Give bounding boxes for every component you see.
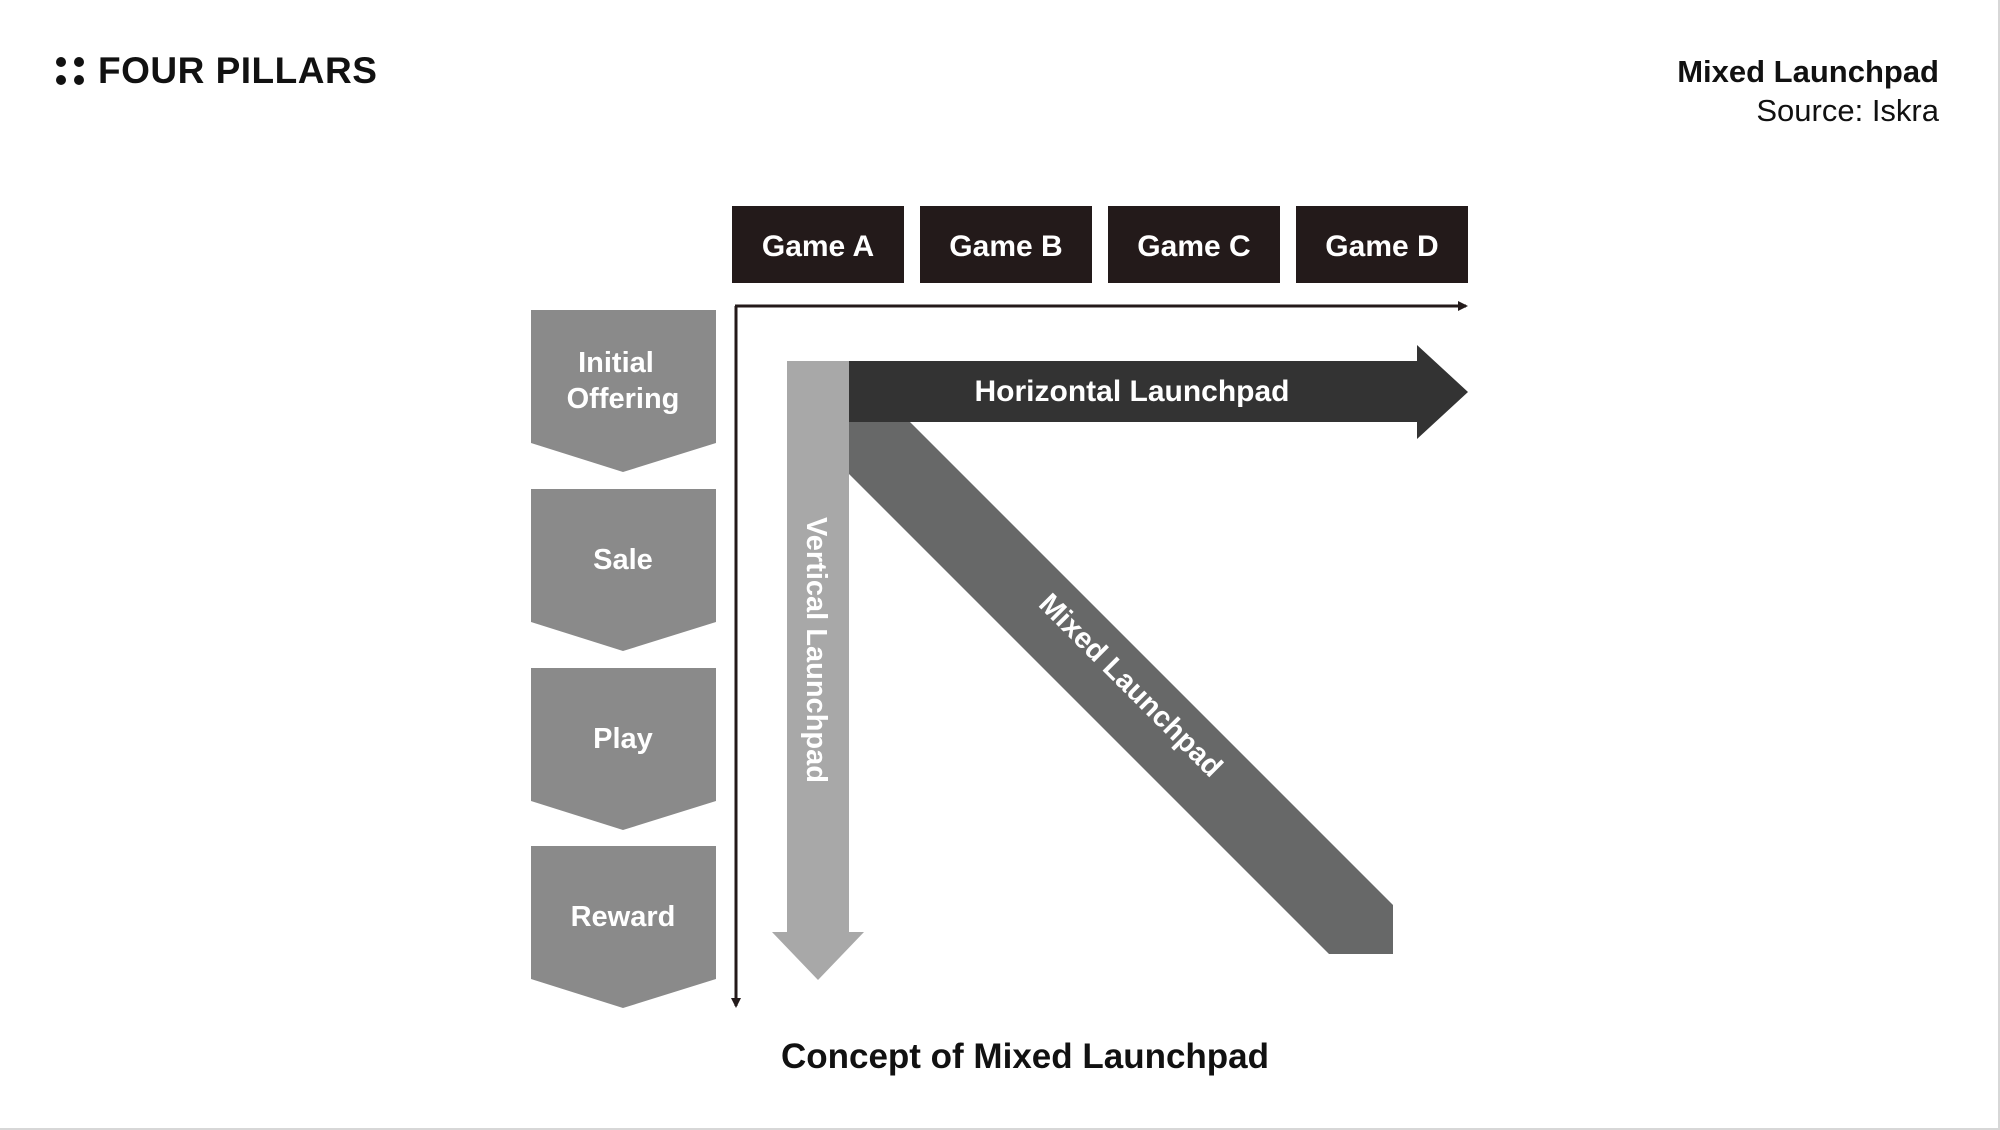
stage-box: [531, 310, 716, 472]
stage-label-line: Offering: [567, 383, 680, 415]
stage-label: Initial Offering: [567, 347, 680, 415]
slide-title: Mixed Launchpad: [1677, 54, 1939, 89]
mixed-launchpad-arrow: Mixed Launchpad: [787, 361, 1393, 954]
game-label: Game A: [762, 230, 874, 263]
game-box: [1296, 206, 1468, 283]
brand-name: FOUR PILLARS: [98, 50, 378, 91]
vertical-arrow-label: Vertical Launchpad: [800, 517, 832, 783]
page-edge-right: [1998, 0, 2000, 1130]
page-edge-bottom: [0, 1128, 2000, 1130]
vertical-launchpad-arrow: Vertical Launchpad: [772, 361, 864, 980]
mixed-arrow-shape: [787, 361, 1393, 954]
horizontal-arrow-shape: [849, 345, 1468, 439]
game-label: Game D: [1325, 230, 1438, 263]
horizontal-launchpad-arrow: Horizontal Launchpad: [849, 345, 1468, 439]
stage-label: Reward: [571, 901, 676, 933]
game-label: Game B: [949, 230, 1062, 263]
slide-header: Mixed Launchpad Source: Iskra: [1677, 52, 1939, 130]
horizontal-arrow-label: Horizontal Launchpad: [975, 375, 1290, 408]
stage-box: [531, 668, 716, 830]
brand-logo: FOUR PILLARS: [56, 50, 377, 92]
stage-label-line: Initial: [578, 347, 654, 379]
game-label: Game C: [1137, 230, 1250, 263]
stage-box: [531, 846, 716, 1008]
stage-label: Sale: [593, 544, 653, 576]
stage-column: Initial Offering Sale Play Reward: [531, 310, 716, 1008]
game-header-row: Game A Game B Game C Game D: [732, 206, 1468, 283]
game-box: [920, 206, 1092, 283]
four-dots-icon: [56, 57, 84, 85]
source-credit: Source: Iskra: [1756, 93, 1939, 128]
stage-box: [531, 489, 716, 651]
vertical-arrow-shape: [772, 361, 864, 980]
game-box: [1108, 206, 1280, 283]
game-box: [732, 206, 904, 283]
stage-label: Play: [593, 723, 653, 755]
diagram-caption: Concept of Mixed Launchpad: [780, 1037, 1270, 1076]
